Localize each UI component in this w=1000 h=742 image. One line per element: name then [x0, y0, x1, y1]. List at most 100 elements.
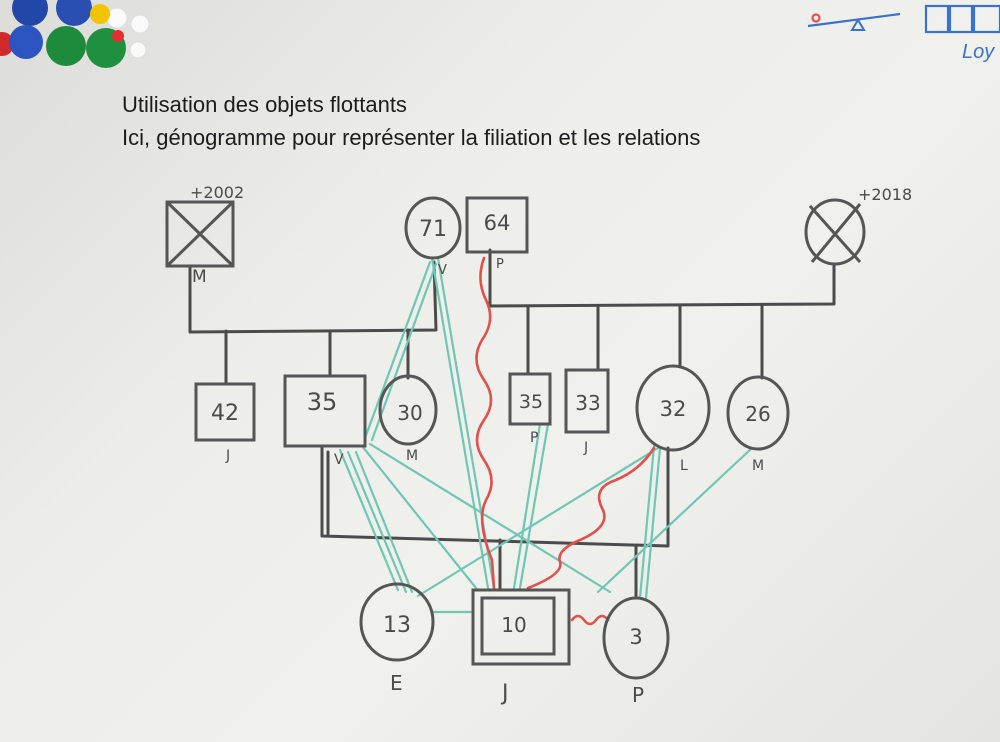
female-circle [726, 375, 790, 451]
relation-line [430, 256, 490, 590]
white-magnet [106, 7, 128, 29]
person-initial: P [632, 683, 644, 707]
person-initial: V [438, 263, 447, 278]
child-3-symbol: 3 P [602, 596, 670, 707]
child-10-symbol: 10 J [471, 588, 571, 706]
magnet-cluster [0, 0, 150, 68]
corner-label: Loy [962, 41, 995, 63]
female-circle [378, 374, 438, 446]
person-age: 30 [397, 401, 422, 425]
deceased-male-square [165, 200, 235, 268]
grandmother-right-symbol: +2018 [804, 185, 912, 266]
deceased-cross-mark [165, 200, 235, 268]
blue-magnet [9, 25, 43, 59]
red-magnet [112, 30, 124, 42]
person-age: 13 [383, 613, 411, 638]
relation-line [354, 450, 414, 594]
blue-box-mark [924, 4, 950, 34]
grandfather-left-symbol: M +2002 [165, 183, 244, 287]
relation-line [638, 444, 656, 600]
conflict-line [570, 614, 610, 626]
marriage-line-right [488, 248, 836, 308]
aunt-42-symbol: 42 J [194, 382, 256, 464]
identified-patient-square-outer [471, 588, 571, 666]
caption-subtitle: Ici, génogramme pour représenter la fili… [122, 125, 701, 150]
deceased-cross-mark [808, 203, 862, 263]
relation-line [596, 446, 754, 594]
relation-line [338, 448, 400, 592]
aunt-30-symbol: 30 M [378, 374, 438, 464]
male-square [465, 196, 529, 254]
relation-line [360, 444, 478, 590]
relation-line [368, 442, 612, 594]
child-13-symbol: 13 E [359, 582, 435, 695]
female-circle [635, 364, 711, 452]
relation-line [416, 446, 660, 598]
grandfather-right-symbol: 64 P [465, 196, 529, 272]
person-initial: P [496, 257, 504, 272]
conflict-line [475, 256, 496, 590]
person-initial: E [390, 671, 403, 695]
person-age: 35 [307, 388, 338, 416]
person-initial: J [500, 681, 509, 706]
uncle-35-symbol: 35 P [508, 372, 552, 446]
person-initial: M [192, 267, 207, 287]
deceased-female-circle [804, 198, 866, 266]
person-initial: J [225, 448, 230, 464]
relation-line [346, 450, 408, 594]
blue-magnet [56, 0, 92, 26]
male-square [564, 368, 610, 434]
person-age: 71 [419, 217, 447, 242]
person-initial: L [680, 458, 688, 474]
teal-relationship-lines [338, 256, 754, 614]
person-initial: M [752, 458, 764, 474]
blue-triangle-mark [850, 18, 866, 31]
male-square [194, 382, 256, 442]
red-circle-mark [811, 13, 821, 23]
person-age: 10 [501, 613, 526, 637]
person-age: 3 [629, 625, 642, 649]
person-age: 26 [745, 402, 770, 426]
red-conflict-lines [475, 256, 656, 626]
corner-scribble: Loy [807, 4, 1000, 63]
blue-seesaw-line [807, 12, 901, 28]
white-magnet [129, 41, 147, 59]
person-initial: V [334, 452, 344, 468]
white-magnet [130, 14, 150, 34]
relation-line [370, 262, 438, 442]
green-magnet [46, 26, 86, 66]
person-initial: P [530, 430, 538, 446]
relation-line [512, 422, 542, 590]
female-circle [602, 596, 670, 680]
uncle-33-symbol: 33 J [564, 368, 610, 456]
relation-line [363, 260, 432, 440]
person-initial: M [406, 448, 418, 464]
blue-box-mark [972, 4, 1000, 34]
kinship-lines [188, 248, 836, 600]
relation-line [644, 446, 662, 600]
death-note: +2018 [858, 185, 912, 204]
blue-magnet [12, 0, 48, 26]
death-note: +2002 [190, 183, 244, 202]
female-circle [359, 582, 435, 662]
male-square [283, 374, 367, 448]
aunt-26-symbol: 26 M [726, 375, 790, 474]
conflict-line [526, 446, 656, 590]
person-age: 42 [211, 401, 239, 426]
marriage-line-left [188, 260, 438, 334]
relation-line [518, 422, 550, 590]
person-age: 35 [519, 391, 543, 413]
caption-title: Utilisation des objets flottants [122, 92, 407, 117]
person-age: 33 [575, 391, 600, 415]
mother-32-symbol: 32 L [635, 364, 711, 474]
identified-patient-square-inner [480, 596, 556, 656]
father-35-symbol: 35 V [283, 374, 367, 468]
person-age: 32 [660, 397, 687, 421]
person-age: 64 [484, 211, 511, 235]
yellow-magnet [90, 4, 110, 24]
male-square [508, 372, 552, 426]
grandmother-symbol: 71 V [404, 196, 462, 278]
